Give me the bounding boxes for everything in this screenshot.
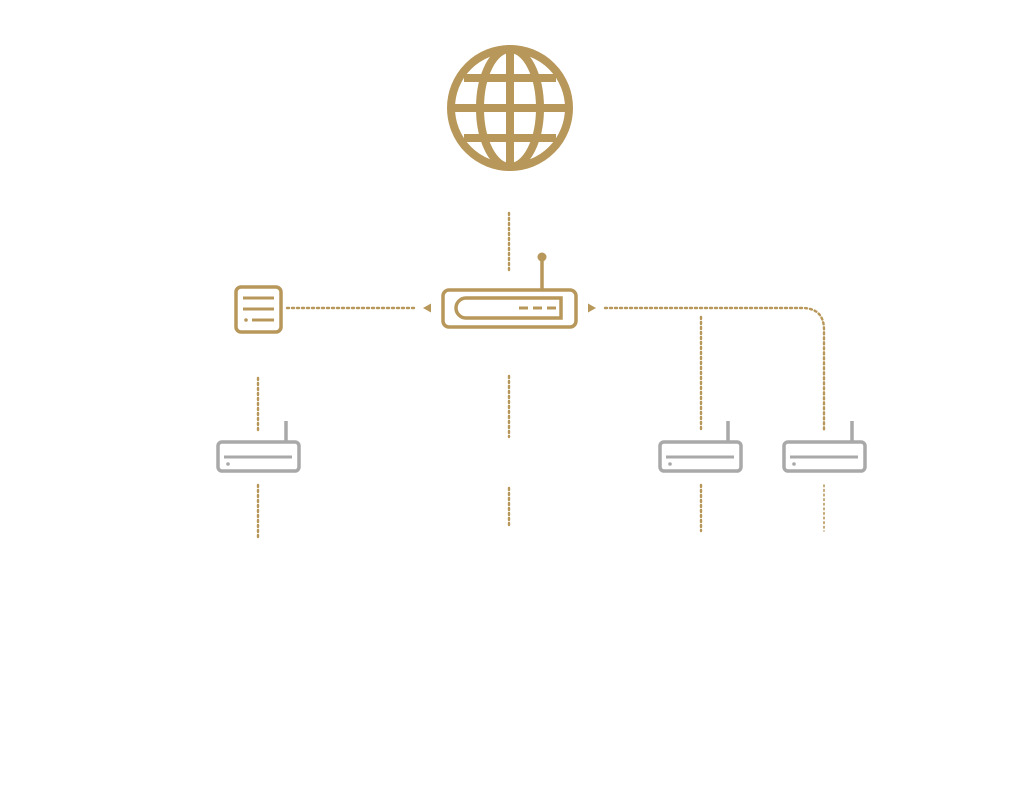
access-point-icon	[216, 421, 301, 473]
connector-router-right	[603, 306, 826, 432]
globe-icon	[447, 45, 573, 171]
router-icon	[441, 252, 578, 329]
arrow-right-icon	[588, 303, 596, 313]
access-point-icon	[782, 421, 867, 473]
arrow-left-icon	[423, 303, 431, 313]
access-point-icon	[658, 421, 743, 473]
server-icon	[234, 285, 283, 334]
